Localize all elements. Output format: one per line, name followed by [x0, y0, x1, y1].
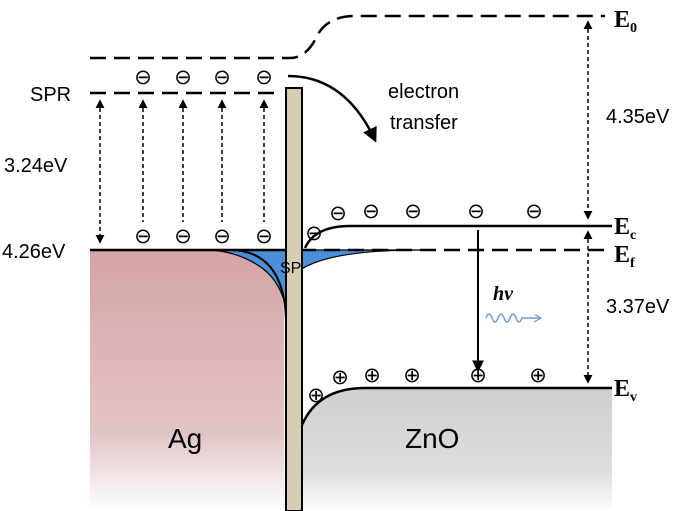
electron-symbol: ⊖ — [213, 66, 231, 89]
electron-symbol: ⊖ — [255, 66, 273, 89]
ag-label: Ag — [168, 423, 202, 454]
sp-label: SP — [280, 260, 301, 277]
electron-symbol: ⊖ — [305, 222, 323, 245]
conduction-level-label: Ec — [614, 214, 636, 243]
electron-symbol: ⊖ — [134, 225, 152, 248]
electron-transfer-label: electron — [388, 81, 459, 103]
valence-band-line — [300, 386, 612, 426]
hole-symbol: ⊕ — [363, 364, 381, 387]
ag-fermi-label: 4.26eV — [2, 241, 66, 263]
conduction-band-line — [303, 224, 612, 249]
electron-symbol: ⊖ — [525, 200, 543, 223]
zno-label: ZnO — [405, 423, 459, 454]
hole-symbol: ⊕ — [529, 364, 547, 387]
electron-symbol: ⊖ — [134, 66, 152, 89]
hole-symbol: ⊕ — [331, 366, 349, 389]
vacuum-level-label: E0 — [614, 7, 637, 36]
fermi-level-label: Ef — [614, 242, 635, 271]
spr-label: SPR — [30, 84, 71, 106]
electron-transfer-label: transfer — [390, 112, 458, 134]
interface-barrier — [285, 87, 303, 511]
electron-symbol: ⊖ — [255, 225, 273, 248]
ag-region — [90, 250, 284, 511]
vacuum-level-line — [90, 14, 605, 60]
photon-energy-label: hν — [493, 283, 514, 305]
ag-gap-label: 3.24eV — [4, 155, 68, 177]
electron-symbol: ⊖ — [329, 202, 347, 225]
zno-work-label: 4.35eV — [606, 106, 670, 128]
ag-band-curve — [231, 249, 287, 321]
valence-level-label: Ev — [614, 376, 637, 405]
electron-symbol: ⊖ — [362, 200, 380, 223]
electron-symbol: ⊖ — [174, 225, 192, 248]
hole-symbol: ⊕ — [307, 384, 325, 407]
electron-symbol: ⊖ — [467, 200, 485, 223]
electron-transfer-arrow — [287, 74, 377, 143]
hole-symbol: ⊕ — [469, 364, 487, 387]
hole-symbol: ⊕ — [403, 364, 421, 387]
electron-symbol: ⊖ — [404, 200, 422, 223]
zno-region — [302, 388, 612, 511]
electron-symbol: ⊖ — [213, 225, 231, 248]
electron-symbol: ⊖ — [174, 66, 192, 89]
photon-wave — [485, 313, 540, 323]
zno-gap-label: 3.37eV — [606, 296, 670, 318]
